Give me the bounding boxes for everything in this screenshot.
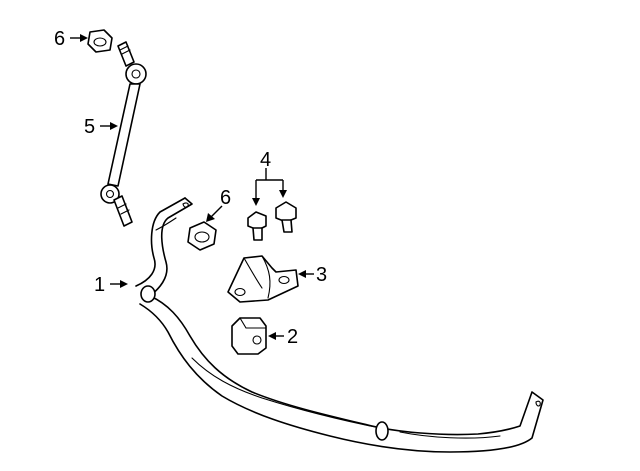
stabilizer-bushing (231, 317, 267, 355)
bracket-bolts (247, 201, 297, 241)
bolt-right (275, 201, 297, 233)
stabilizer-link (100, 41, 147, 227)
callout-3: 3 (316, 264, 327, 286)
callout-5: 5 (84, 116, 95, 138)
link-nut-middle (187, 221, 217, 251)
link-nut-top (87, 29, 113, 53)
bushing-bracket (227, 255, 299, 303)
callout-leaders (70, 34, 314, 340)
callout-6-top: 6 (54, 28, 65, 50)
callout-4: 4 (260, 149, 271, 171)
callout-1: 1 (94, 274, 105, 296)
callout-labels: 1 2 3 4 5 6 6 (54, 28, 327, 348)
bolt-left (247, 211, 267, 241)
stabilizer-bar (135, 197, 544, 453)
callout-6-middle: 6 (220, 187, 231, 209)
callout-2: 2 (287, 326, 298, 348)
